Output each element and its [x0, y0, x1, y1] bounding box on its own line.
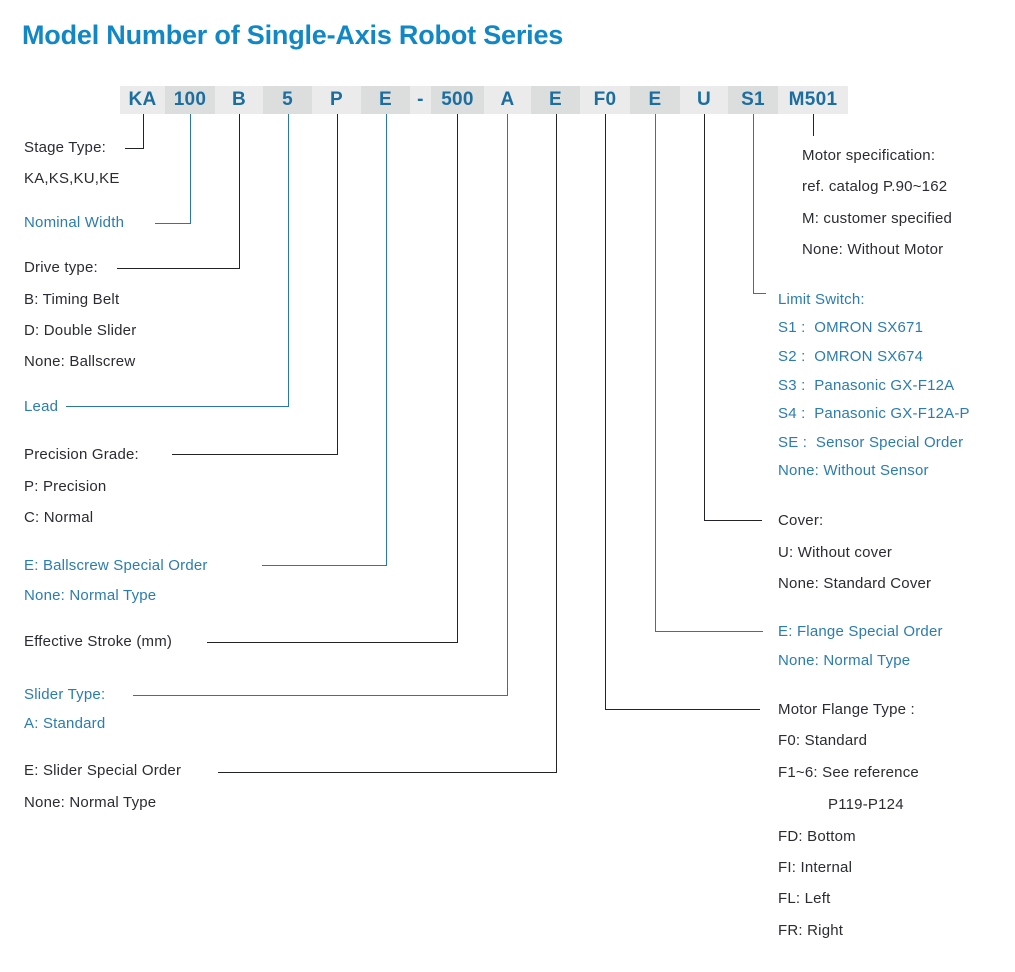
segment-separator-dash: -	[410, 86, 431, 114]
connector-stroke-h	[207, 642, 458, 643]
segment-limit-switch: S1	[728, 86, 778, 114]
segment-nominal-width: 100	[165, 86, 215, 114]
connector-motor-spec-v	[813, 114, 814, 136]
value-motor-flange-fl: FL: Left	[778, 890, 831, 907]
value-drive-type-none: None: Ballscrew	[24, 353, 136, 370]
connector-motor-flange-v	[605, 114, 606, 710]
value-motor-spec-m: M: customer specified	[802, 210, 953, 227]
label-limit-switch: Limit Switch:	[778, 291, 865, 308]
value-stage-type: KA,KS,KU,KE	[24, 170, 120, 187]
value-motor-flange-fr: FR: Right	[778, 922, 844, 939]
connector-precision-h	[172, 454, 338, 455]
label-motor-spec: Motor specification:	[802, 147, 936, 164]
connector-lead-h	[66, 406, 289, 407]
connector-limit-switch-v	[753, 114, 754, 294]
value-limit-switch-s2: S2 : OMRON SX674	[778, 348, 924, 365]
connector-motor-flange-h	[605, 709, 760, 710]
value-limit-switch-s1: S1 : OMRON SX671	[778, 319, 924, 336]
connector-limit-switch-h	[753, 293, 766, 294]
value-limit-switch-se: SE : Sensor Special Order	[778, 434, 964, 451]
value-motor-spec-none: None: Without Motor	[802, 241, 944, 258]
label-precision-grade: Precision Grade:	[24, 446, 139, 463]
value-flange-none: None: Normal Type	[778, 652, 911, 669]
label-ballscrew-special: E: Ballscrew Special Order	[24, 557, 208, 574]
segment-stage-type: KA	[120, 86, 165, 114]
value-cover-u: U: Without cover	[778, 544, 893, 561]
segment-slider-type: A	[484, 86, 531, 114]
value-cover-none: None: Standard Cover	[778, 575, 932, 592]
connector-flange-special-h	[655, 631, 763, 632]
segment-precision-grade: P	[312, 86, 361, 114]
segment-motor-specification: M501	[778, 86, 848, 114]
value-limit-switch-s4: S4 : Panasonic GX-F12A-P	[778, 405, 970, 422]
value-limit-switch-none: None: Without Sensor	[778, 462, 929, 479]
label-slider-type: Slider Type:	[24, 686, 106, 703]
value-ballscrew-none: None: Normal Type	[24, 587, 157, 604]
label-cover: Cover:	[778, 512, 824, 529]
page-title: Model Number of Single-Axis Robot Series	[22, 20, 564, 50]
segment-slider-special-order: E	[531, 86, 580, 114]
connector-slider-type-h	[133, 695, 508, 696]
value-precision-c: C: Normal	[24, 509, 94, 526]
label-lead: Lead	[24, 398, 59, 415]
connector-ballscrew-v	[386, 114, 387, 566]
label-motor-flange-type: Motor Flange Type :	[778, 701, 915, 718]
label-flange-special: E: Flange Special Order	[778, 623, 943, 640]
value-precision-p: P: Precision	[24, 478, 107, 495]
connector-cover-h	[704, 520, 762, 521]
label-slider-special: E: Slider Special Order	[24, 762, 182, 779]
segment-cover: U	[680, 86, 728, 114]
connector-nominal-width-h	[155, 223, 191, 224]
value-motor-flange-fi: FI: Internal	[778, 859, 853, 876]
value-drive-type-d: D: Double Slider	[24, 322, 137, 339]
segment-ballscrew-special-order: E	[361, 86, 410, 114]
value-slider-special-none: None: Normal Type	[24, 794, 157, 811]
label-nominal-width: Nominal Width	[24, 214, 125, 231]
connector-stroke-v	[457, 114, 458, 643]
connector-stage-type-v	[143, 114, 144, 149]
label-stage-type: Stage Type:	[24, 139, 106, 156]
label-effective-stroke: Effective Stroke (mm)	[24, 633, 173, 650]
segment-motor-flange-type: F0	[580, 86, 630, 114]
connector-slider-special-v	[556, 114, 557, 773]
value-motor-flange-p119: P119-P124	[828, 796, 904, 813]
connector-slider-special-h	[218, 772, 557, 773]
connector-drive-type-v	[239, 114, 240, 269]
connector-stage-type-h	[125, 148, 144, 149]
segment-drive-type: B	[215, 86, 263, 114]
value-slider-type-a: A: Standard	[24, 715, 106, 732]
connector-cover-v	[704, 114, 705, 521]
connector-lead-v	[288, 114, 289, 407]
segment-effective-stroke: 500	[431, 86, 484, 114]
label-drive-type: Drive type:	[24, 259, 98, 276]
value-motor-flange-fd: FD: Bottom	[778, 828, 856, 845]
connector-nominal-width-v	[190, 114, 191, 224]
value-motor-flange-f0: F0: Standard	[778, 732, 868, 749]
connector-drive-type-h	[117, 268, 240, 269]
connector-flange-special-v	[655, 114, 656, 632]
value-motor-spec-ref: ref. catalog P.90~162	[802, 178, 948, 195]
segment-flange-special-order: E	[630, 86, 680, 114]
value-motor-flange-f16: F1~6: See reference	[778, 764, 919, 781]
segment-lead: 5	[263, 86, 312, 114]
value-drive-type-b: B: Timing Belt	[24, 291, 120, 308]
connector-ballscrew-h	[262, 565, 387, 566]
connector-slider-type-v	[507, 114, 508, 696]
connector-precision-v	[337, 114, 338, 455]
value-limit-switch-s3: S3 : Panasonic GX-F12A	[778, 377, 955, 394]
